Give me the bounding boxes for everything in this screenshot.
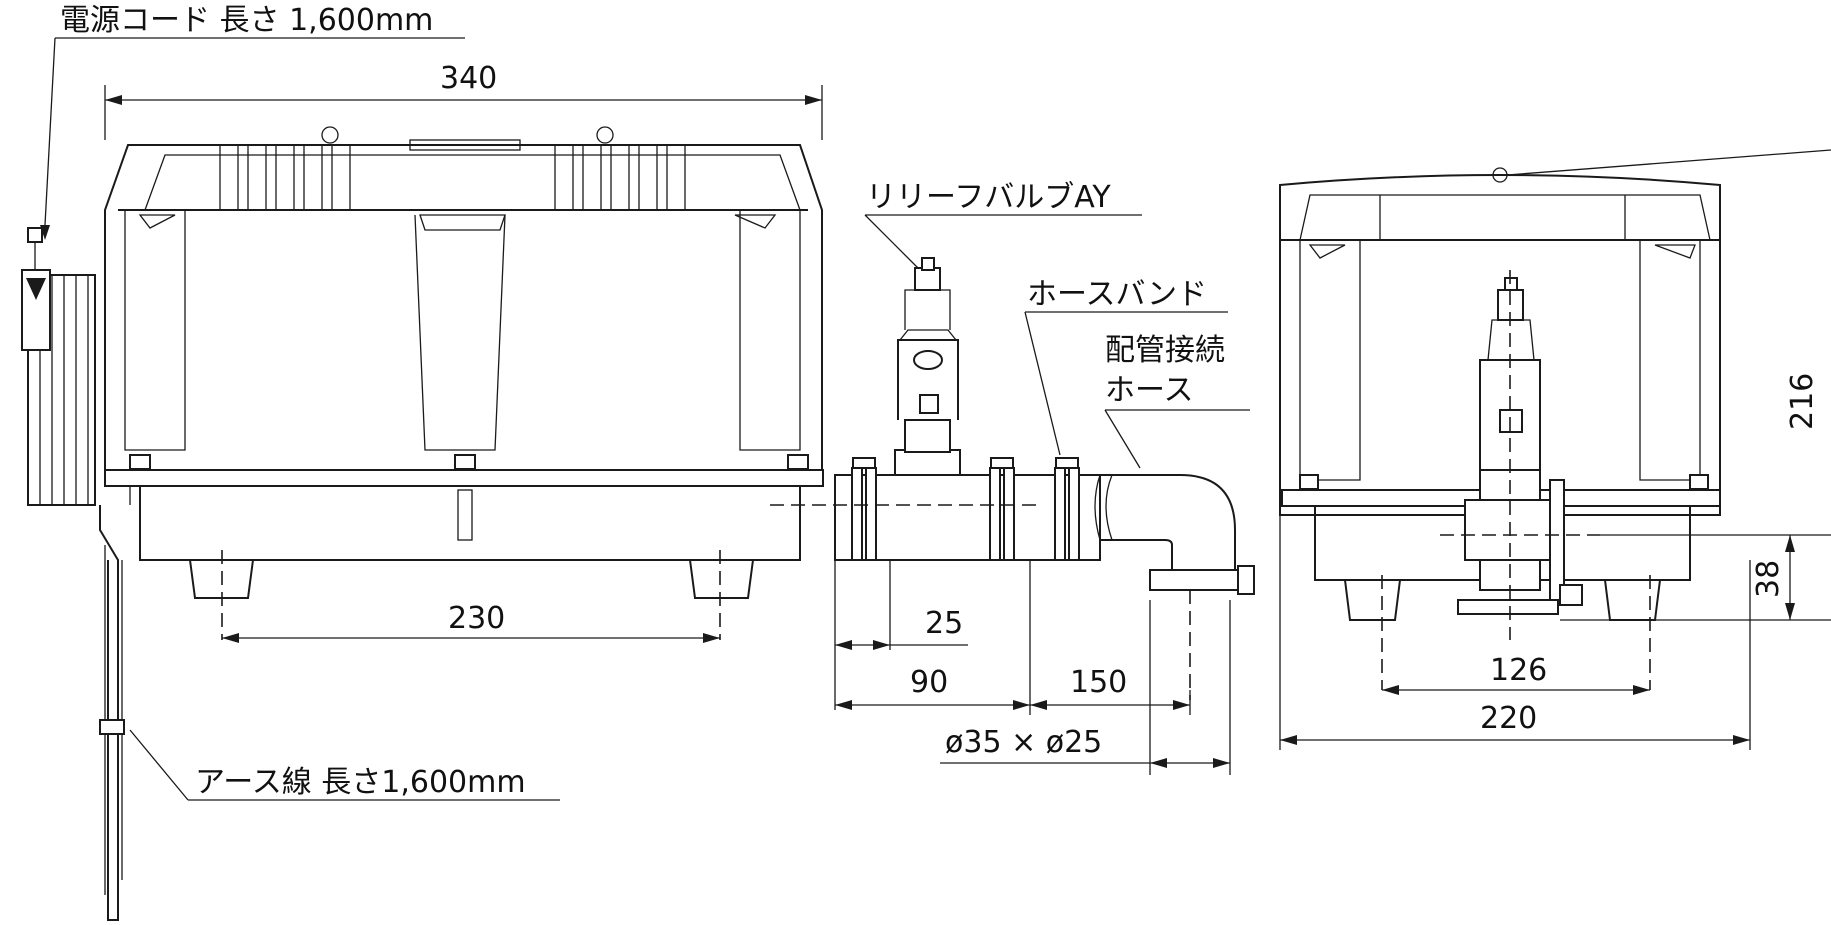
- relief-valve-label: リリーフバルブAY: [866, 180, 1111, 215]
- dim-90: 90: [910, 665, 948, 700]
- power-cord-label: 電源コード 長さ 1,600mm: [60, 3, 433, 38]
- earth-wire: [99, 505, 125, 921]
- dim-foot-span: 230: [448, 601, 505, 636]
- lid-ribs: [219, 126, 686, 211]
- front-bolts: [129, 454, 809, 470]
- dim-150: 150: [1070, 665, 1127, 700]
- outlet-pipe: [770, 257, 1255, 700]
- dim-height: 216: [1785, 373, 1820, 430]
- side-view: [1279, 149, 1831, 690]
- dimension-lines: [104, 85, 1831, 775]
- dim-overall-length: 340: [440, 61, 497, 96]
- leader-lines: [40, 37, 1250, 801]
- dim-25: 25: [925, 606, 963, 641]
- pipe-hose-label-line2: ホース: [1105, 373, 1194, 408]
- power-cord-coil: [21, 227, 96, 506]
- pipe-hose-label-line1: 配管接続: [1105, 333, 1225, 368]
- dim-outlet-height: 38: [1751, 560, 1786, 598]
- dim-side-foot-span: 126: [1490, 653, 1547, 688]
- dim-side-width: 220: [1480, 701, 1537, 736]
- hose-band-label: ホースバンド: [1027, 277, 1207, 312]
- dim-hose-diameter: ø35 × ø25: [945, 725, 1102, 760]
- earth-wire-label: アース線 長さ1,600mm: [195, 765, 526, 800]
- front-view: [21, 126, 1255, 921]
